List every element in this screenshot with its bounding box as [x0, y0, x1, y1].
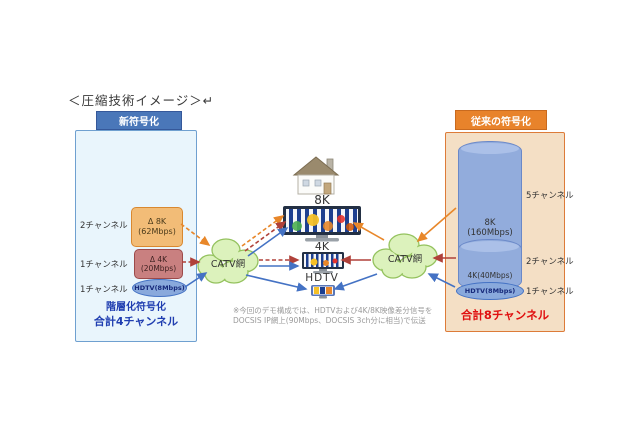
catv-cloud-left: CATV網	[193, 236, 263, 286]
footnote-line2: DOCSIS IP網上(90Mbps、DOCSIS 3ch分に相当)で伝送	[233, 316, 426, 325]
new-encoding-header: 新符号化	[96, 111, 182, 130]
delta-8k-name: Δ 8K	[147, 217, 167, 226]
left-hdtv-channel-count: 1チャンネル	[80, 285, 128, 295]
diagram-title: ＜圧縮技術イメージ＞↵	[68, 93, 215, 108]
right-hdtv-pill: HDTV(8Mbps)	[456, 282, 524, 300]
cylinder-4k-name: 4K(40Mbps)	[467, 271, 513, 280]
display-hdtv-label: HDTV	[305, 272, 339, 284]
right-8k-channel-count: 5チャンネル	[526, 191, 574, 201]
right-4k-channel-count: 2チャンネル	[526, 257, 574, 267]
footnote-line1: ※今回のデモ構成では、HDTVおよび4K/8K映像差分信号を	[233, 306, 433, 315]
delta-8k-rate: (62Mbps)	[138, 227, 176, 236]
left-8k-channel-count: 2チャンネル	[80, 221, 128, 231]
display-4k-label: 4K	[314, 240, 330, 253]
left-hdtv-pill: HDTV(8Mbps)	[132, 279, 187, 297]
left-panel-footer: 階層化符号化 合計4チャンネル	[76, 301, 196, 329]
conventional-encoding-panel: 8K (160Mbps) 5チャンネル 4K(40Mbps) 2チャンネル HD…	[445, 132, 574, 332]
hdtv-device-icon	[311, 285, 335, 299]
catv-cloud-left-label: CATV網	[210, 259, 246, 270]
cylinder-4k: 4K(40Mbps)	[458, 239, 522, 291]
delta-4k-name: Δ 4K	[149, 254, 168, 264]
house-icon	[291, 156, 341, 196]
tv-8k-icon	[283, 206, 361, 243]
tv-4k-icon	[302, 252, 344, 275]
conventional-encoding-header: 従来の符号化	[455, 110, 547, 130]
right-hdtv-channel-count: 1チャンネル	[526, 287, 574, 297]
delta-8k-box: Δ 8K (62Mbps)	[131, 207, 183, 247]
new-encoding-panel: 2チャンネル Δ 8K (62Mbps) 1チャンネル Δ 4K (20Mbps…	[75, 130, 197, 342]
catv-cloud-right-label: CATV網	[387, 254, 423, 265]
catv-cloud-right: CATV網	[368, 231, 442, 281]
hierarchical-coding-label: 階層化符号化	[106, 302, 166, 313]
delta-4k-box: Δ 4K (20Mbps)	[134, 249, 183, 279]
left-4k-channel-count: 1チャンネル	[80, 260, 128, 270]
left-total-channels: 合計4チャンネル	[93, 314, 179, 328]
delta-4k-rate: (20Mbps)	[140, 264, 177, 273]
cylinder-8k-rate: (160Mbps)	[467, 228, 513, 238]
cylinder-8k-name: 8K	[484, 218, 496, 228]
right-total-channels: 合計8チャンネル	[460, 308, 550, 322]
display-8k-label: 8K	[314, 193, 330, 207]
footnote: ※今回のデモ構成では、HDTVおよび4K/8K映像差分信号を DOCSIS IP…	[233, 306, 432, 326]
